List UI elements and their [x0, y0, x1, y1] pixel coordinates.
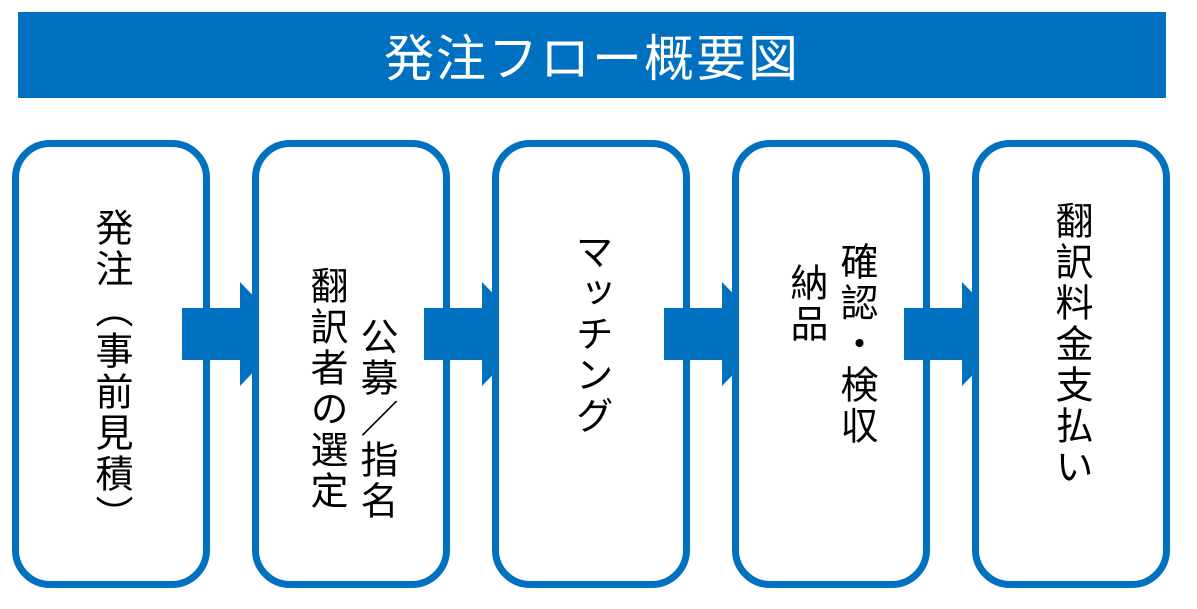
step-box-order: 発注（事前見積）	[12, 140, 210, 588]
step-label-line-2: 納品	[784, 263, 828, 345]
step-label-line-1: 公募／指名	[354, 316, 398, 522]
title-banner: 発注フロー概要図	[18, 12, 1166, 98]
step-label: 翻訳料金支払い	[1049, 200, 1093, 488]
step-box-select-translator: 公募／指名 翻訳者の選定	[252, 140, 450, 588]
diagram-title: 発注フロー概要図	[384, 30, 800, 88]
step-label-line-1: 確認・検収	[834, 241, 878, 447]
step-label: 発注（事前見積）	[89, 208, 133, 536]
step-box-matching: マッチング	[492, 140, 690, 588]
step-label: マッチング	[569, 231, 613, 437]
step-box-inspection-delivery: 確認・検収 納品	[732, 140, 930, 588]
step-label-line-2: 翻訳者の選定	[304, 266, 348, 512]
step-box-payment: 翻訳料金支払い	[972, 140, 1170, 588]
